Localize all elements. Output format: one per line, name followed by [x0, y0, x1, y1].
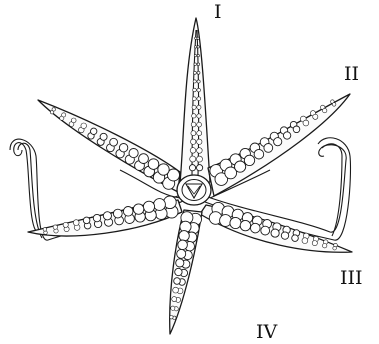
sucker [281, 232, 288, 239]
sucker [143, 201, 154, 212]
sucker [292, 235, 299, 242]
arm-label-II: II [344, 63, 359, 85]
sucker [191, 131, 196, 136]
sucker [110, 138, 118, 146]
sucker [194, 54, 196, 56]
sucker [197, 80, 200, 83]
sucker [129, 149, 138, 158]
sucker [178, 240, 188, 250]
sucker [251, 223, 261, 233]
sucker [220, 215, 232, 227]
sucker [100, 133, 107, 140]
sucker [193, 88, 197, 92]
sucker [302, 238, 308, 244]
sucker [193, 71, 196, 74]
arm-label-IV: IV [256, 321, 278, 343]
sucker [172, 297, 177, 302]
sucker [123, 207, 133, 217]
sucker [189, 165, 195, 171]
sucker [197, 105, 201, 109]
sucker [194, 46, 196, 48]
sucker [191, 139, 196, 144]
sucker [73, 220, 79, 226]
sucker [197, 114, 201, 118]
sucker [43, 228, 47, 232]
sucker [170, 316, 173, 319]
sucker [81, 123, 87, 129]
arm-label-I: I [214, 1, 222, 23]
sucker [264, 144, 273, 153]
sucker [139, 154, 149, 164]
sucker [197, 71, 200, 74]
sucker [113, 209, 122, 218]
sucker [244, 155, 254, 165]
arm-label-III: III [340, 267, 363, 289]
sucker [93, 214, 100, 221]
sucker [323, 244, 327, 248]
sucker [103, 212, 111, 220]
sucker [240, 220, 250, 230]
sucker [197, 165, 203, 171]
sucker [158, 164, 169, 175]
sucker [197, 156, 203, 162]
mouth [177, 175, 211, 205]
sucker [197, 97, 201, 101]
sucker [91, 128, 97, 134]
sucker [197, 148, 203, 154]
sucker [197, 37, 199, 39]
sucker [333, 246, 337, 250]
sucker [194, 63, 197, 66]
sucker [197, 88, 201, 92]
sucker [192, 114, 196, 118]
sucker [303, 120, 309, 126]
sucker [190, 156, 196, 162]
sucker [179, 231, 189, 241]
sucker [192, 97, 196, 101]
sucker [83, 217, 90, 224]
sucker [148, 159, 159, 170]
sucker [197, 139, 202, 144]
sucker [197, 63, 200, 66]
sucker [176, 259, 184, 267]
sucker [171, 306, 175, 310]
sucker [235, 161, 246, 172]
sucker [230, 217, 241, 228]
sucker [53, 225, 57, 229]
sucker [271, 229, 279, 237]
sucker [175, 268, 182, 275]
sucker [313, 114, 318, 119]
sucker [332, 103, 336, 107]
sucker [312, 241, 317, 246]
sucker [261, 226, 270, 235]
sucker [71, 118, 76, 123]
sucker [323, 108, 327, 112]
sucker [154, 199, 166, 211]
sucker [192, 105, 196, 109]
sucker [197, 54, 199, 56]
sucker [283, 132, 290, 139]
sucker [191, 122, 196, 127]
sucker [173, 287, 179, 293]
sucker [164, 196, 177, 209]
sucker [177, 249, 186, 258]
sucker [293, 126, 300, 133]
sucker [254, 149, 264, 159]
sucker [197, 122, 202, 127]
sucker [274, 138, 282, 146]
sucker [197, 46, 199, 48]
sucker [190, 148, 196, 154]
sucker [193, 80, 196, 83]
sucker [197, 131, 202, 136]
sucker [63, 222, 68, 227]
sucker [133, 204, 143, 214]
sucker [52, 108, 55, 111]
sucker [174, 278, 181, 285]
sucker [62, 113, 66, 117]
sucker [119, 144, 127, 152]
